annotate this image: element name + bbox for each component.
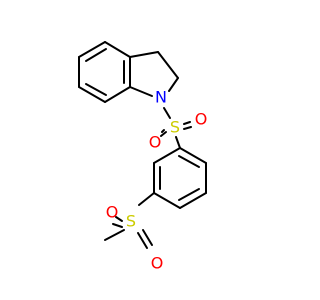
bond bbox=[104, 229, 125, 241]
bond bbox=[153, 192, 181, 209]
sulfur-atom-label: S bbox=[126, 212, 136, 231]
bond bbox=[142, 229, 153, 246]
oxygen-atom-label: O bbox=[106, 203, 119, 222]
indoline-benzene-ring bbox=[78, 41, 131, 103]
methylsulfonyl-group bbox=[104, 216, 153, 249]
bond bbox=[85, 48, 107, 62]
bond bbox=[85, 83, 107, 96]
molecule-drawing: N S O O S O O bbox=[78, 41, 208, 273]
bond bbox=[129, 86, 153, 97]
bond bbox=[168, 77, 179, 92]
oxygen-atom-label: O bbox=[195, 110, 208, 129]
bond bbox=[175, 136, 181, 149]
bond bbox=[163, 107, 171, 119]
bond bbox=[137, 232, 148, 249]
chemical-structure-canvas: N S O O S O O bbox=[78, 41, 208, 273]
benzenesulfonyl-ring bbox=[153, 147, 207, 209]
bond bbox=[178, 155, 200, 168]
bond bbox=[161, 129, 165, 133]
bond bbox=[115, 216, 123, 222]
bond bbox=[138, 192, 155, 206]
bond bbox=[157, 51, 179, 79]
oxygen-atom-label: O bbox=[151, 254, 164, 273]
bond bbox=[78, 41, 106, 58]
indoline-five-membered-ring bbox=[129, 51, 179, 97]
bond bbox=[178, 188, 200, 201]
sulfur-atom-label: S bbox=[170, 118, 180, 137]
bond bbox=[183, 121, 191, 125]
bond bbox=[153, 147, 181, 164]
oxygen-atom-label: O bbox=[149, 133, 162, 152]
bond bbox=[112, 223, 123, 228]
bond bbox=[129, 51, 159, 58]
bond bbox=[183, 126, 192, 130]
bond bbox=[179, 147, 207, 164]
bond bbox=[160, 131, 167, 137]
sulfonyl-group-1 bbox=[160, 121, 192, 149]
bond bbox=[78, 86, 106, 103]
nitrogen-atom-label: N bbox=[155, 88, 167, 107]
bond bbox=[104, 41, 131, 58]
bond bbox=[179, 192, 207, 209]
bond bbox=[104, 86, 131, 103]
